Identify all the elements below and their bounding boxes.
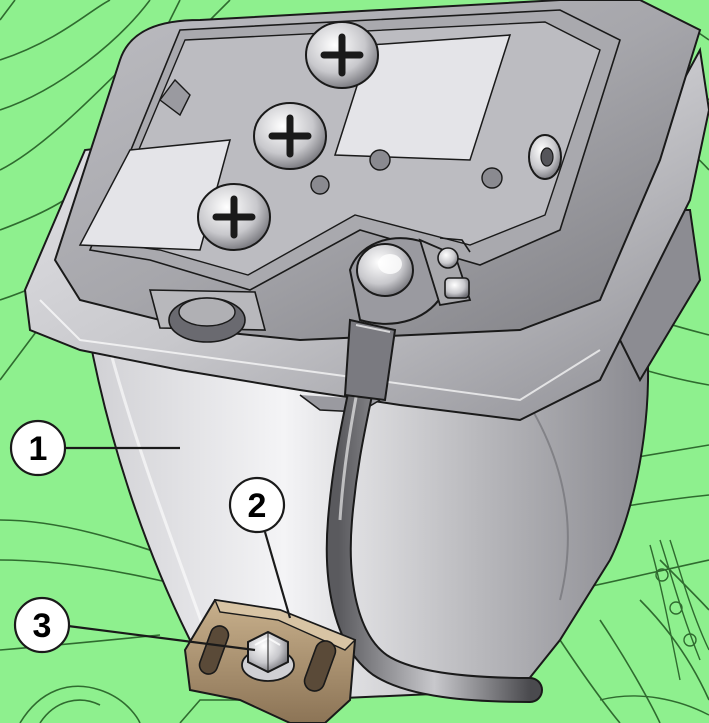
lid-label-left — [78, 139, 232, 251]
callout-circle — [228, 476, 286, 534]
filler-cap-bottom — [197, 183, 271, 251]
plus-icon — [268, 114, 312, 158]
callout-circle — [9, 419, 67, 477]
callout-leaders — [65, 446, 292, 652]
callout-3: 3 — [13, 596, 71, 654]
callout-label-2: 2 — [248, 487, 267, 525]
filler-cap-middle — [253, 102, 327, 170]
callout-1: 1 — [9, 419, 67, 477]
callout-label-1: 1 — [29, 430, 48, 468]
callout-circle — [13, 596, 71, 654]
wiring-harness — [599, 539, 709, 716]
callout-2: 2 — [228, 476, 286, 534]
callout-label-3: 3 — [33, 607, 52, 645]
lid-label-right — [333, 34, 512, 161]
leader-3 — [67, 624, 256, 652]
filler-cap-top — [305, 21, 379, 89]
lid-vent — [148, 289, 267, 343]
bracket-slot — [303, 640, 337, 692]
battery-terminal — [348, 237, 472, 325]
leader-2 — [263, 531, 292, 619]
bracket-slot — [198, 625, 230, 675]
clamp-bolt — [241, 630, 295, 682]
plus-icon — [212, 195, 256, 239]
battery-cable — [325, 318, 543, 703]
plus-icon — [320, 33, 364, 77]
